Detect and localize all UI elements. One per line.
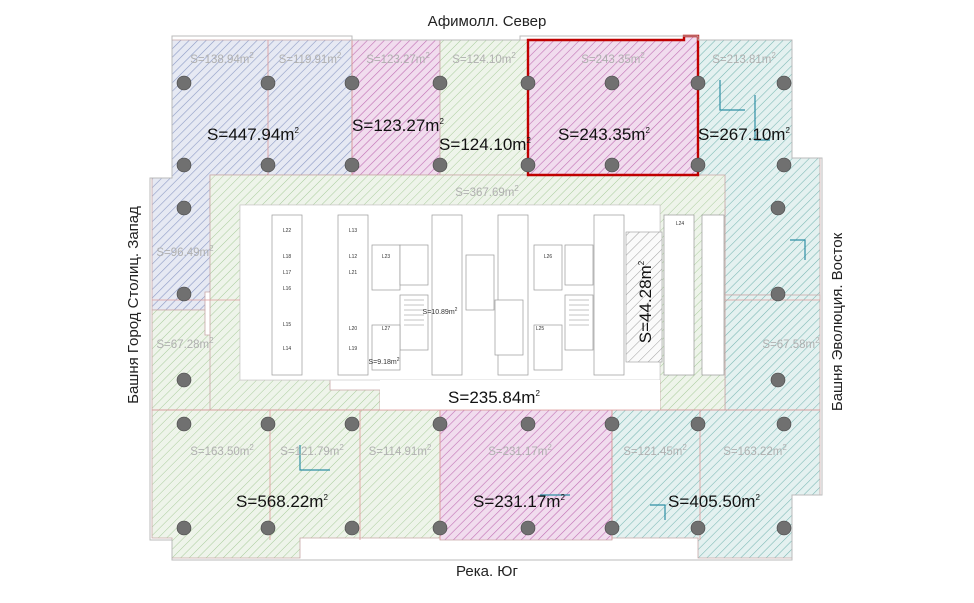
area-top-corridor: S=367.69m2 bbox=[455, 184, 519, 199]
area-s6: S=163.22m2 bbox=[723, 443, 787, 458]
core-stairs bbox=[404, 299, 589, 326]
east-label: Башня Эволюция. Восток bbox=[829, 232, 846, 411]
total-ne: S=267.10m2 bbox=[698, 125, 790, 144]
area-w2: S=67.28m2 bbox=[156, 336, 214, 351]
area-s4: S=231.17m2 bbox=[488, 443, 552, 458]
area-n1: S=138.94m2 bbox=[190, 51, 254, 66]
room-label: L22 bbox=[283, 228, 292, 234]
partitions bbox=[152, 40, 820, 540]
area-s3: S=114.91m2 bbox=[369, 443, 432, 458]
zone-selected[interactable] bbox=[528, 36, 698, 175]
room-label: L17 bbox=[283, 270, 292, 276]
pipes bbox=[299, 80, 806, 520]
south-label: Река. Юг bbox=[456, 563, 518, 580]
area-e1: S=67.58m2 bbox=[762, 336, 820, 351]
total-corridor: S=235.84m2 bbox=[448, 388, 540, 407]
total-hatched: S=44.28m2 bbox=[636, 260, 655, 343]
columns bbox=[176, 75, 792, 536]
zone-e-lower[interactable] bbox=[724, 294, 821, 411]
room-label: L26 bbox=[544, 254, 553, 260]
area-n6: S=213.81m2 bbox=[712, 51, 776, 66]
room-label: L23 bbox=[382, 254, 391, 260]
north-label: Афимолл. Север bbox=[428, 13, 547, 30]
area-n5: S=243.35m2 bbox=[581, 51, 645, 66]
core-structure bbox=[271, 214, 725, 376]
room-label: L18 bbox=[283, 254, 292, 260]
room-label: L14 bbox=[283, 346, 292, 352]
area-s5: S=121.45m2 bbox=[623, 443, 687, 458]
total-n-pink: S=123.27m2 bbox=[352, 116, 444, 135]
area-s1: S=163.50m2 bbox=[190, 443, 254, 458]
zone-se[interactable] bbox=[611, 409, 821, 559]
area-n4: S=124.10m2 bbox=[452, 51, 516, 66]
core-room-labels: L22 L18 L17 L16 L15 L14 L13 L12 L21 L20 … bbox=[283, 221, 685, 352]
total-nw: S=447.94m2 bbox=[207, 125, 299, 144]
sub-area-labels: S=138.94m2 S=119.91m2 S=123.27m2 S=124.1… bbox=[156, 51, 820, 458]
room-label: L19 bbox=[349, 346, 358, 352]
area-core2: S=9.18m2 bbox=[369, 357, 400, 366]
room-label: L15 bbox=[283, 322, 292, 328]
total-n-green: S=124.10m2 bbox=[439, 135, 531, 154]
area-core1: S=10.89m2 bbox=[423, 307, 458, 316]
room-label: L25 bbox=[536, 326, 545, 332]
total-se: S=405.50m2 bbox=[668, 492, 760, 511]
room-label: L24 bbox=[676, 221, 685, 227]
zone-sw[interactable] bbox=[151, 409, 441, 559]
core-lower bbox=[380, 380, 660, 410]
total-sw: S=568.22m2 bbox=[236, 492, 328, 511]
total-s-pink: S=231.17m2 bbox=[473, 492, 565, 511]
west-label: Башня Город Столиц. Запад bbox=[125, 206, 142, 404]
area-n2: S=119.91m2 bbox=[279, 51, 342, 66]
zone-hatched-shaft[interactable] bbox=[625, 231, 663, 363]
room-label: L21 bbox=[349, 270, 358, 276]
area-w1: S=96.49m2 bbox=[156, 244, 214, 259]
room-label: L16 bbox=[283, 286, 292, 292]
total-selected: S=243.35m2 bbox=[558, 125, 650, 144]
room-label: L27 bbox=[382, 326, 391, 332]
area-s2: S=121.79m2 bbox=[280, 443, 344, 458]
area-n3: S=123.27m2 bbox=[366, 51, 430, 66]
zone-total-labels: S=447.94m2 S=123.27m2 S=124.10m2 S=243.3… bbox=[207, 116, 790, 511]
building-outline bbox=[149, 35, 823, 561]
room-label: L20 bbox=[349, 326, 358, 332]
room-label: L12 bbox=[349, 254, 358, 260]
room-label: L13 bbox=[349, 228, 358, 234]
